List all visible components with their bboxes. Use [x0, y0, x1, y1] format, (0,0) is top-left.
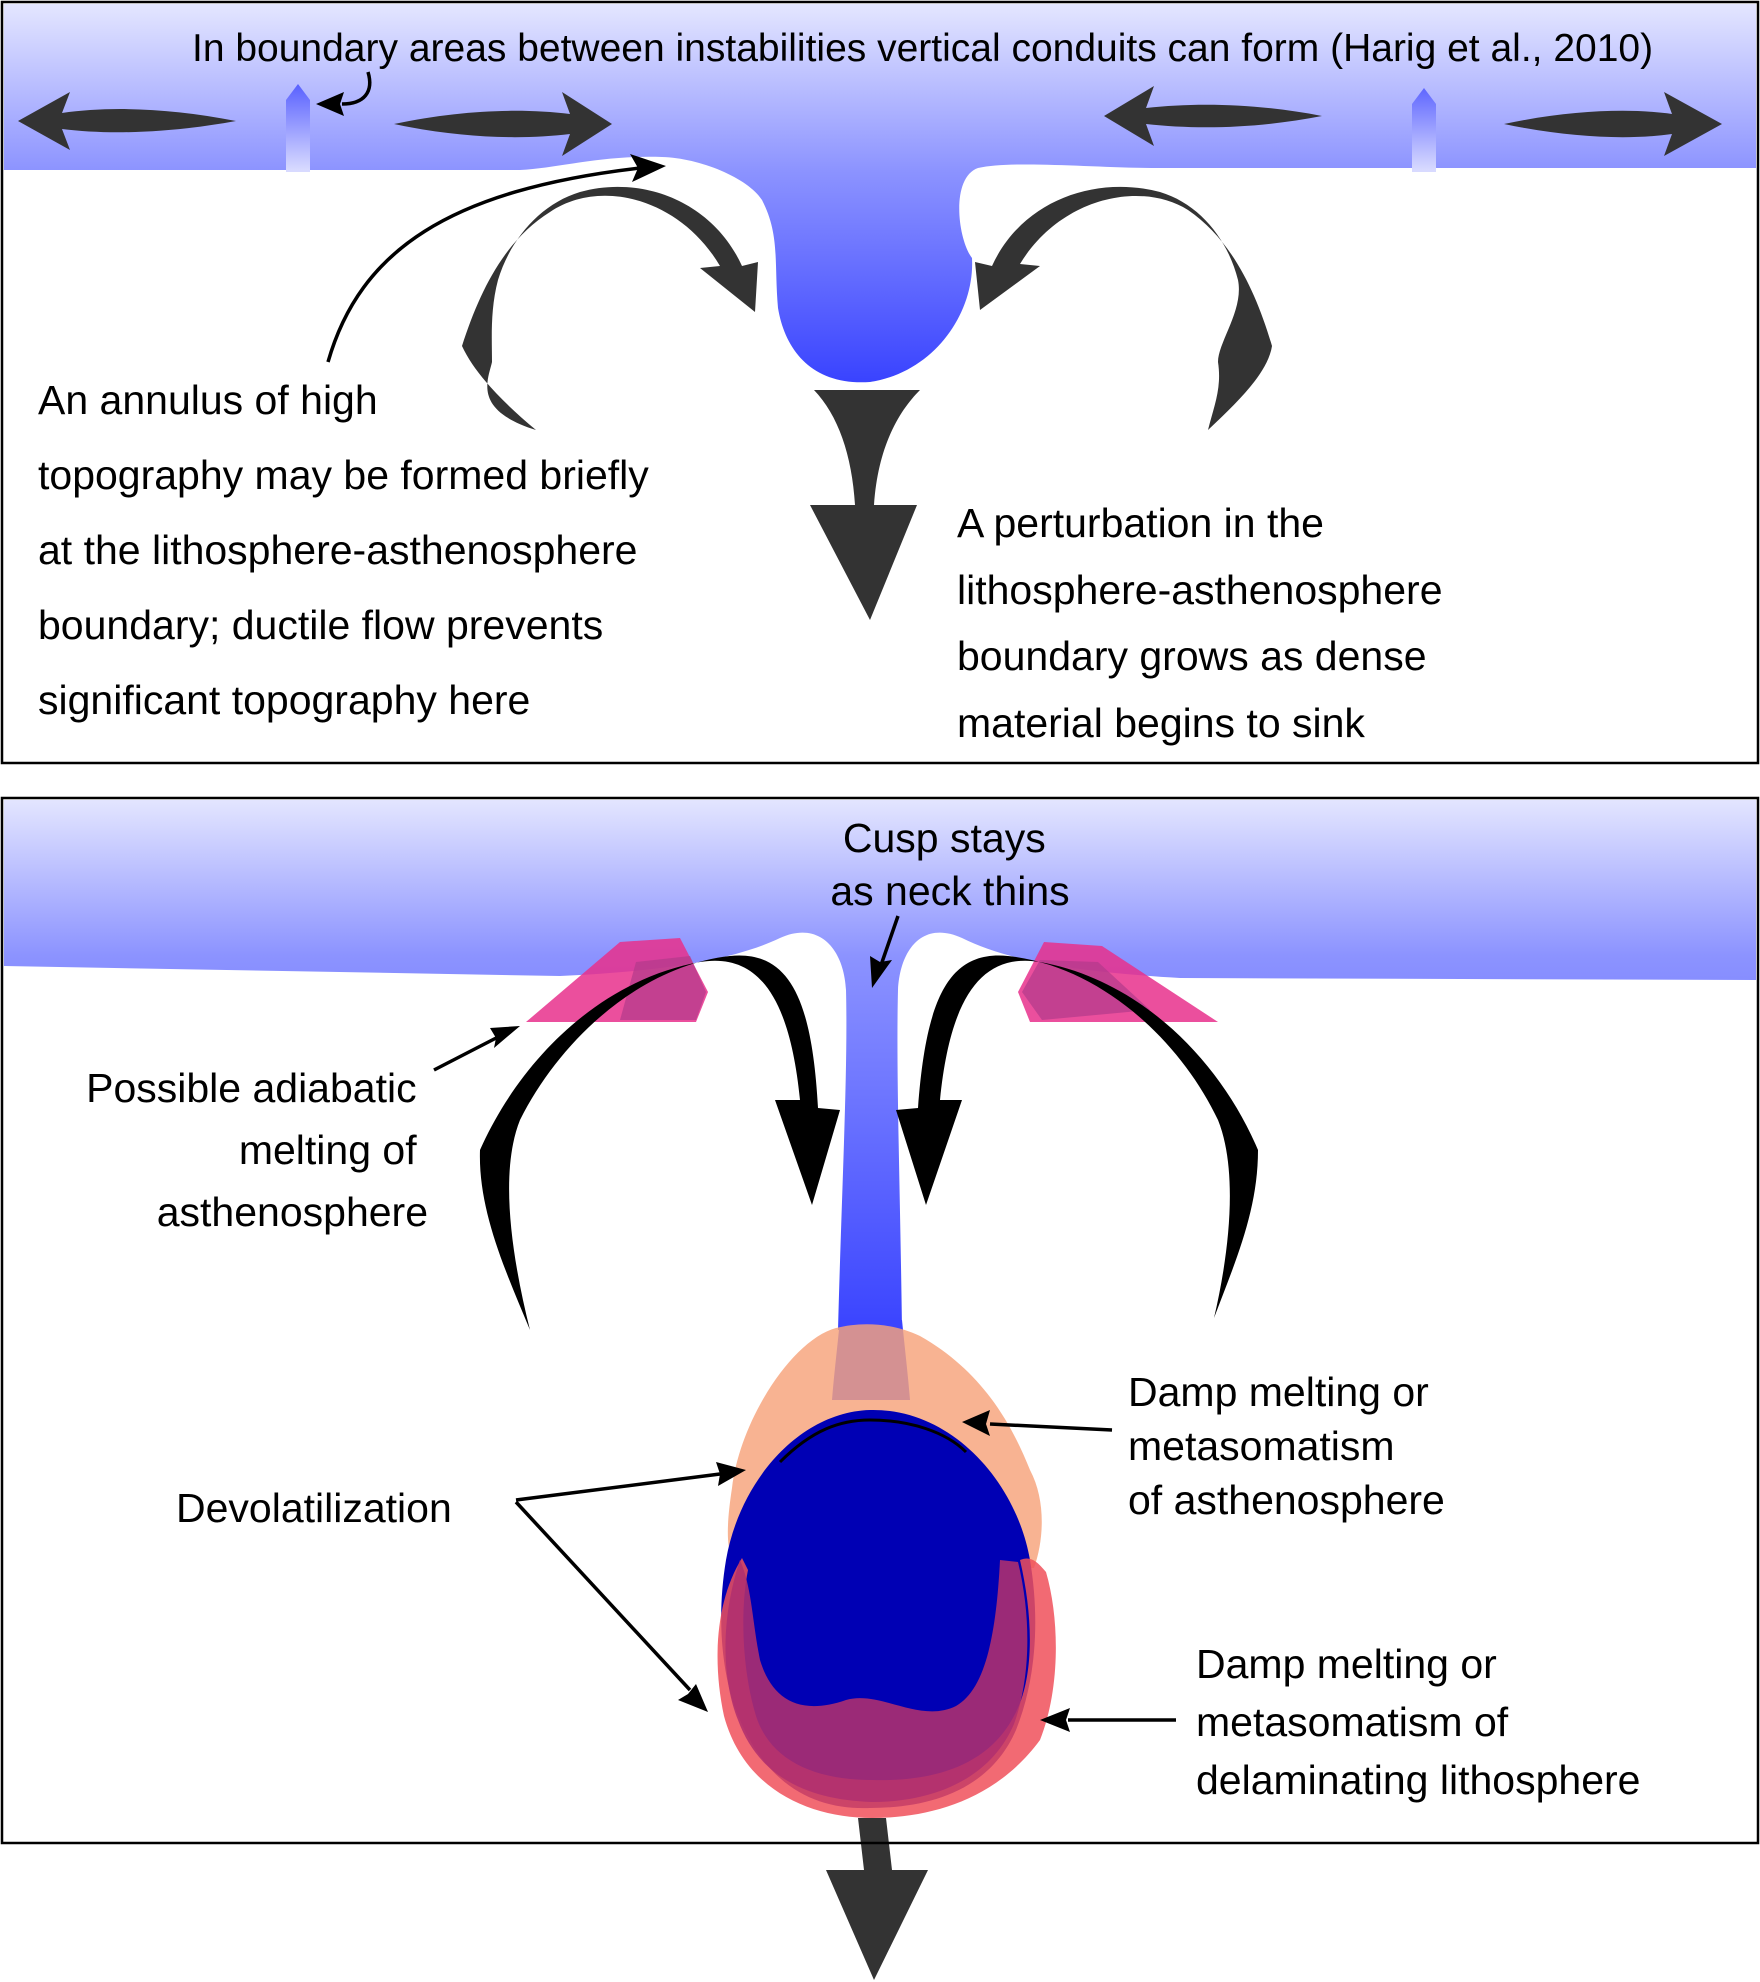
spread-arrow-left-outer [18, 92, 236, 150]
spread-arrow-right-outer [1504, 92, 1722, 156]
devolatilization-pointer-lower-head [678, 1684, 708, 1712]
conduit-pointer-head [316, 92, 344, 116]
damp-asthenosphere-pointer-line [989, 1422, 1113, 1432]
annulus-note-line: significant topography here [38, 677, 530, 723]
cusp-note-line: Cusp stays [843, 815, 1046, 861]
bottom-sinking-arrow [826, 1818, 928, 1980]
annulus-pointer-line [326, 166, 641, 363]
adiabatic-pointer-head [490, 1026, 520, 1048]
adiabatic-note-line: asthenosphere [157, 1189, 428, 1235]
damp-asthenosphere-note-line: of asthenosphere [1128, 1477, 1445, 1523]
damp-lithosphere-note-line: metasomatism of [1196, 1699, 1509, 1745]
damp-lithosphere-note: Damp melting or metasomatism of delamina… [1196, 1641, 1640, 1803]
bottom-lithosphere-layer [4, 800, 1756, 1330]
top-flow-arrow-left [462, 186, 758, 430]
damp-lithosphere-note-line: Damp melting or [1196, 1641, 1497, 1687]
bottom-pointer-heads [490, 956, 1070, 1732]
top-flow-arrow-right [975, 186, 1272, 430]
damp-asthenosphere-note-line: metasomatism [1128, 1423, 1395, 1469]
horizontal-spreading-arrows [18, 86, 1722, 156]
annulus-note: An annulus of high topography may be for… [38, 377, 660, 723]
bottom-panel: Cusp stays as neck thins Possible adiaba… [0, 796, 1760, 1980]
cusp-pointer-line [878, 915, 900, 969]
top-panel: In boundary areas between instabilities … [0, 0, 1760, 765]
adiabatic-note-line: Possible adiabatic [86, 1065, 416, 1111]
conduit-pointer-line [341, 71, 372, 106]
annulus-note-line: An annulus of high [38, 377, 378, 423]
cusp-pointer-head [870, 956, 892, 988]
devolatilization-pointer-upper-head [716, 1462, 746, 1486]
cusp-note-line: as neck thins [830, 868, 1069, 914]
adiabatic-note: Possible adiabatic melting of asthenosph… [86, 1065, 428, 1235]
annulus-note-line: boundary; ductile flow prevents [38, 602, 603, 648]
bottom-flow-arrow-right [896, 955, 1258, 1318]
top-sinking-arrow [810, 390, 920, 620]
damp-asthenosphere-pointer-head [962, 1410, 990, 1436]
adiabatic-pointer-line [433, 1034, 501, 1072]
perturbation-note-line: A perturbation in the [957, 500, 1324, 546]
damp-asthenosphere-note-line: Damp melting or [1128, 1369, 1429, 1415]
perturbation-note-line: material begins to sink [957, 700, 1365, 746]
perturbation-note-line: boundary grows as dense [957, 633, 1427, 679]
perturbation-note: A perturbation in the lithosphere-asthen… [957, 500, 1454, 746]
annulus-note-line: at the lithosphere-asthenosphere [38, 527, 637, 573]
annulus-note-line: topography may be formed briefly [38, 452, 649, 498]
damp-lithosphere-note-line: delaminating lithosphere [1196, 1757, 1640, 1803]
spread-arrow-right-inner [1104, 86, 1322, 146]
annulus-pointer-head [630, 154, 666, 182]
bottom-flow-arrow-left [479, 955, 840, 1330]
perturbation-note-line: lithosphere-asthenosphere [957, 567, 1443, 613]
adiabatic-melt-left-overlap [620, 956, 706, 1020]
adiabatic-note-line: melting of [239, 1127, 417, 1173]
devolatilization-note: Devolatilization [176, 1485, 452, 1531]
devolatilization-pointer-lower [514, 1500, 692, 1692]
adiabatic-melt-right-overlap [1022, 960, 1150, 1020]
spread-arrow-left-inner [394, 92, 612, 156]
devolatilization-zone [725, 1560, 1028, 1802]
vertical-conduit-right [1412, 88, 1436, 172]
bottom-pointer-arrows [433, 915, 1176, 1722]
top-lithosphere-layer [4, 4, 1756, 383]
bottom-panel-frame [0, 796, 1760, 1845]
drip-outline [778, 1418, 968, 1464]
devolatilization-pointer-upper [515, 1472, 721, 1502]
header-note: In boundary areas between instabilities … [192, 27, 1653, 70]
top-panel-frame [0, 0, 1760, 765]
cusp-note: Cusp stays as neck thins [830, 815, 1069, 914]
damp-lithosphere-pointer-head [1040, 1708, 1070, 1732]
vertical-conduit-left [286, 84, 310, 172]
damp-asthenosphere-note: Damp melting or metasomatism of asthenos… [1128, 1369, 1445, 1523]
